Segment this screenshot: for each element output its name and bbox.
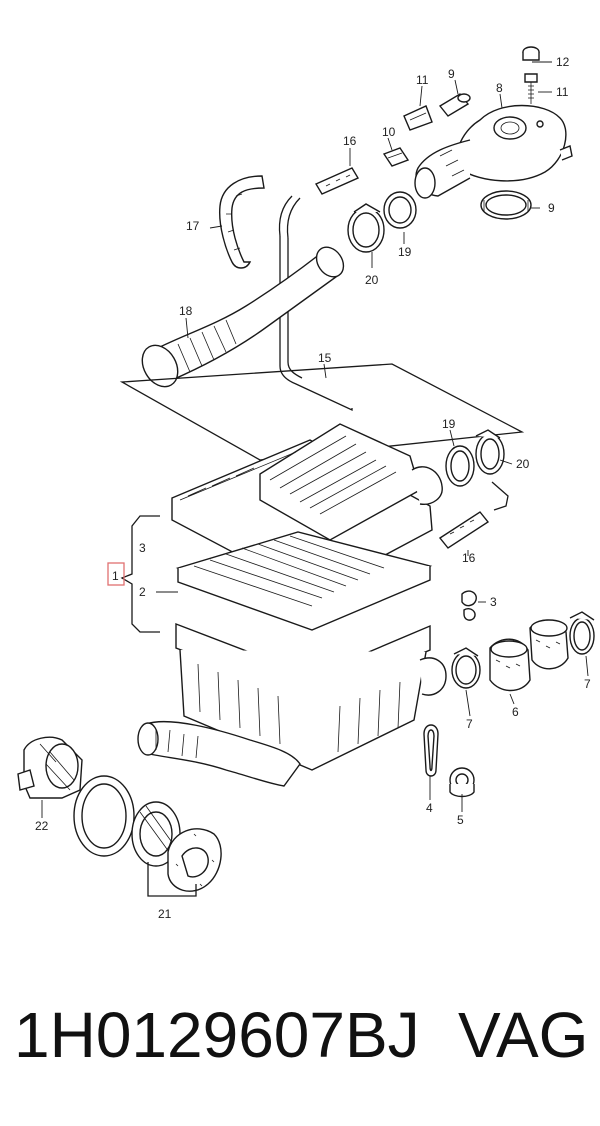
outline-tray-15: [119, 363, 525, 461]
part-clamp-7-left: [451, 647, 481, 689]
callout-1: 1: [112, 569, 119, 583]
part-grommet-5: [449, 767, 475, 798]
part-seal-21a: [73, 775, 135, 857]
callout-15: 15: [318, 351, 332, 365]
callout-7-left: 7: [466, 717, 473, 731]
highlight-box-1: [107, 562, 125, 586]
callout-16-top: 16: [343, 134, 357, 148]
vent-line-15: [279, 236, 353, 412]
part-cap-14: [522, 46, 540, 61]
callout-4: 4: [426, 801, 433, 815]
part-bracket-22: [17, 736, 83, 799]
part-hose-16-right: [438, 511, 490, 549]
vent-line-top-2: [286, 197, 301, 239]
part-filter-element-2: [175, 531, 433, 631]
part-bolt-13: [524, 73, 538, 104]
callout-3-left: 3: [139, 541, 146, 555]
callout-6: 6: [512, 705, 519, 719]
vent-line-top: [278, 195, 293, 237]
part-seal-ring-9: [480, 190, 532, 220]
part-clip-3-right: [461, 590, 477, 621]
part-clamp-20-right: [475, 429, 505, 475]
leader-lines: [41, 61, 589, 818]
callout-12: 11: [416, 73, 429, 87]
callout-3-right: 3: [490, 595, 497, 609]
part-clamp-20-top: [347, 203, 385, 253]
callout-16-right: 16: [462, 551, 476, 565]
callout-22: 22: [35, 819, 49, 833]
part-hose-17: [218, 175, 265, 269]
callout-17: 17: [186, 219, 200, 233]
callout-20-top: 20: [365, 273, 379, 287]
group-bracket-21: [147, 862, 197, 897]
part-clamp-7-right: [569, 611, 595, 655]
callout-21: 21: [158, 907, 172, 921]
vent-line-right: [491, 481, 509, 511]
callout-7-right: 7: [584, 677, 591, 691]
group-bracket-1: [120, 515, 160, 633]
part-seal-19-right: [445, 445, 475, 487]
part-resonator-8: [414, 104, 573, 199]
callout-20-right: 20: [516, 457, 530, 471]
part-connector-11: [382, 147, 410, 167]
callout-2: 2: [139, 585, 146, 599]
callout-19-top: 19: [398, 245, 412, 259]
callout-19-right: 19: [442, 417, 456, 431]
callout-9: 9: [548, 201, 555, 215]
part-sleeve-6: [489, 619, 569, 692]
callout-13: 11: [556, 85, 569, 99]
part-seal-19-top: [383, 191, 417, 229]
callout-10: 9: [448, 67, 455, 81]
callout-14: 12: [556, 55, 570, 69]
callout-5: 5: [457, 813, 464, 827]
callout-11: 10: [382, 125, 396, 139]
exploded-parts-diagram: 12 11 8 9 11 10 16 17 9 19 20 18 15 19 2…: [17, 46, 595, 921]
callout-8: 8: [496, 81, 503, 95]
part-number: 1H0129607BJ: [14, 999, 420, 1071]
callout-18: 18: [179, 304, 193, 318]
part-airbox-lower-1: [137, 622, 447, 787]
brand-name: VAG: [458, 999, 589, 1071]
part-hose-16-top: [314, 167, 360, 195]
part-clip-12: [403, 105, 433, 131]
part-sensor-10: [438, 93, 471, 117]
part-gasket-4: [423, 724, 439, 777]
part-gasket-21c: [167, 828, 222, 892]
part-intake-hose-18: [141, 246, 345, 388]
footer: 1H0129607BJ VAG: [0, 990, 600, 1100]
